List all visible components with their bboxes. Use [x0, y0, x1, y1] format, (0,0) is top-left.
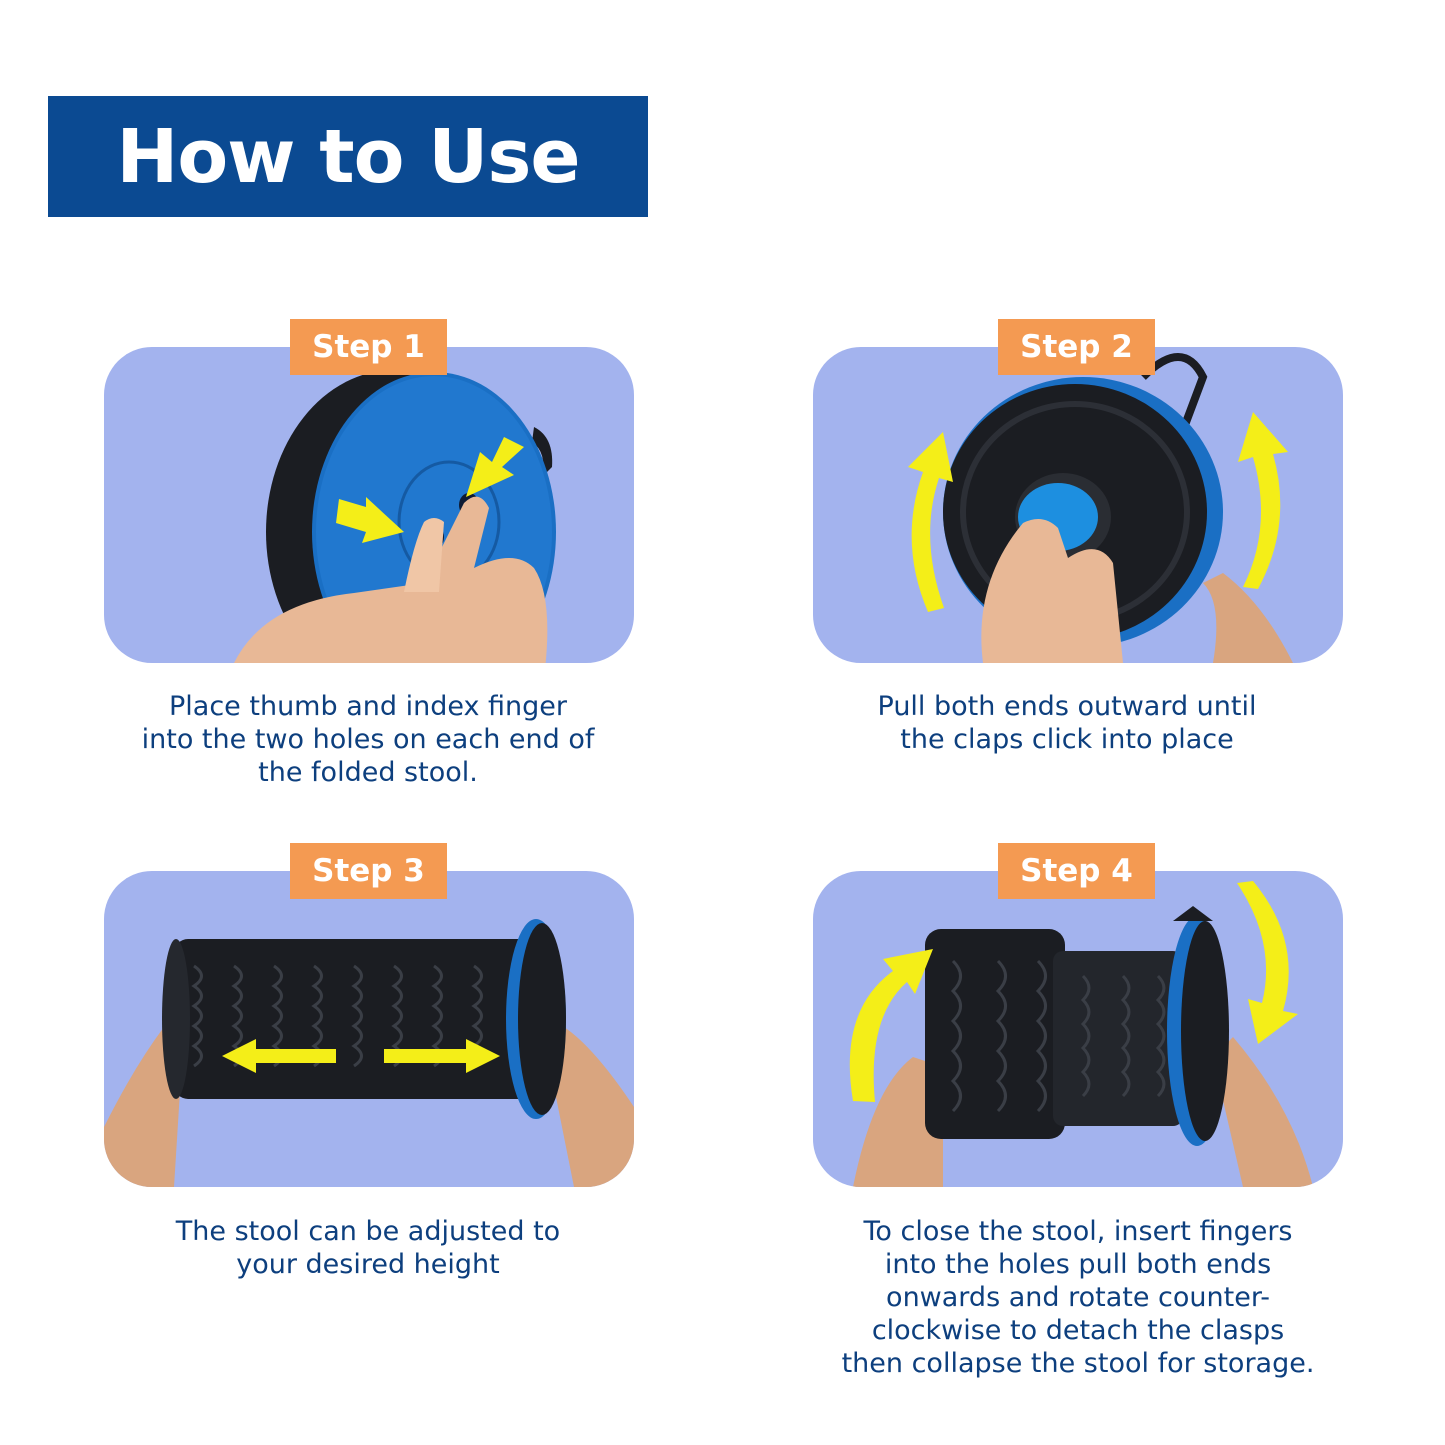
collapsing-stool-icon — [849, 881, 1313, 1187]
folded-stool-icon — [234, 370, 556, 663]
step-1-badge: Step 1 — [290, 319, 447, 375]
step-4-caption: To close the stool, insert fingers into … — [798, 1215, 1358, 1380]
step-3-caption-line: The stool can be adjusted to — [175, 1216, 561, 1247]
step-1-caption-line: into the two holes on each end of — [141, 724, 595, 755]
step-4-caption-line: into the holes pull both ends — [884, 1249, 1272, 1280]
page-title: How to Use — [116, 113, 580, 200]
step-2-badge: Step 2 — [998, 319, 1155, 375]
step-1-caption-line: the folded stool. — [258, 757, 478, 788]
step-4-image — [813, 871, 1343, 1187]
step-3-badge: Step 3 — [290, 843, 447, 899]
step-4-caption-line: clockwise to detach the clasps — [871, 1315, 1285, 1346]
step-1-caption-line: Place thumb and index finger — [169, 691, 567, 722]
step-4-caption-line: onwards and rotate counter- — [886, 1282, 1270, 1313]
step-3-caption: The stool can be adjusted to your desire… — [88, 1215, 648, 1281]
step-3-caption-line: your desired height — [236, 1249, 500, 1280]
folded-stool-icon — [908, 353, 1293, 663]
step-1-caption: Place thumb and index finger into the tw… — [88, 690, 648, 789]
step-3-image — [104, 871, 634, 1187]
step-2-caption-line: the claps click into place — [900, 724, 1234, 755]
extended-stool-icon — [104, 919, 634, 1187]
title-banner: How to Use — [48, 96, 648, 217]
step-1-image — [104, 347, 634, 663]
step-4-caption-line: then collapse the stool for storage. — [841, 1348, 1315, 1379]
step-4-badge: Step 4 — [998, 843, 1155, 899]
step-2-image — [813, 347, 1343, 663]
step-2-caption: Pull both ends outward until the claps c… — [787, 690, 1347, 756]
step-2-caption-line: Pull both ends outward until — [877, 691, 1257, 722]
step-4-caption-line: To close the stool, insert fingers — [863, 1216, 1293, 1247]
